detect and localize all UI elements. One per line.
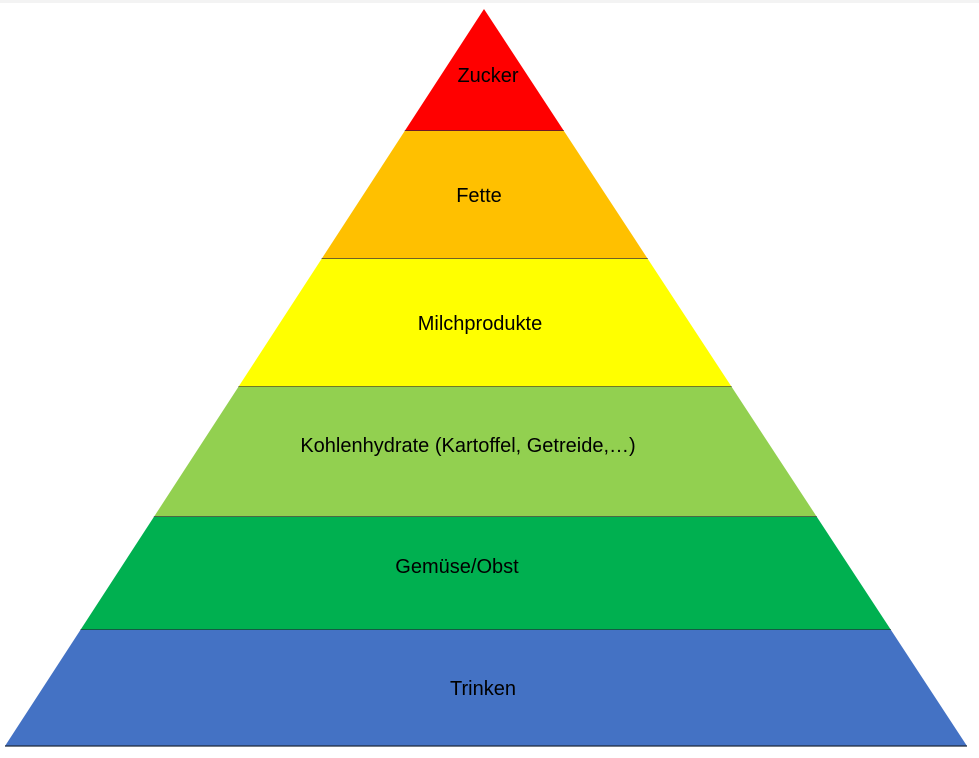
layer-shape [321,131,648,259]
layer-shape [153,387,817,517]
layer-label: Fette [456,185,502,207]
layer-label: Kohlenhydrate (Kartoffel, Getreide,…) [300,435,635,457]
top-border [0,0,979,3]
pyramid-layer-milchprodukte: Milchprodukte [238,259,732,388]
layer-label: Zucker [457,65,518,87]
pyramid-layer-fette: Fette [321,131,648,260]
pyramid-layer-gemüse: Gemüse/Obst [80,517,891,631]
layer-label: Trinken [450,678,516,700]
layer-label: Milchprodukte [418,313,543,335]
layer-shape [5,630,967,746]
pyramid-layer-kohlenhydrate: Kohlenhydrate (Kartoffel, Getreide,…) [153,387,817,518]
layer-shape [404,9,564,131]
layer-shape [80,517,891,630]
pyramid-layer-trinken: Trinken [5,630,967,747]
layer-shape [238,259,732,387]
layer-label: Gemüse/Obst [395,556,519,578]
pyramid-layer-zucker: Zucker [404,9,564,132]
